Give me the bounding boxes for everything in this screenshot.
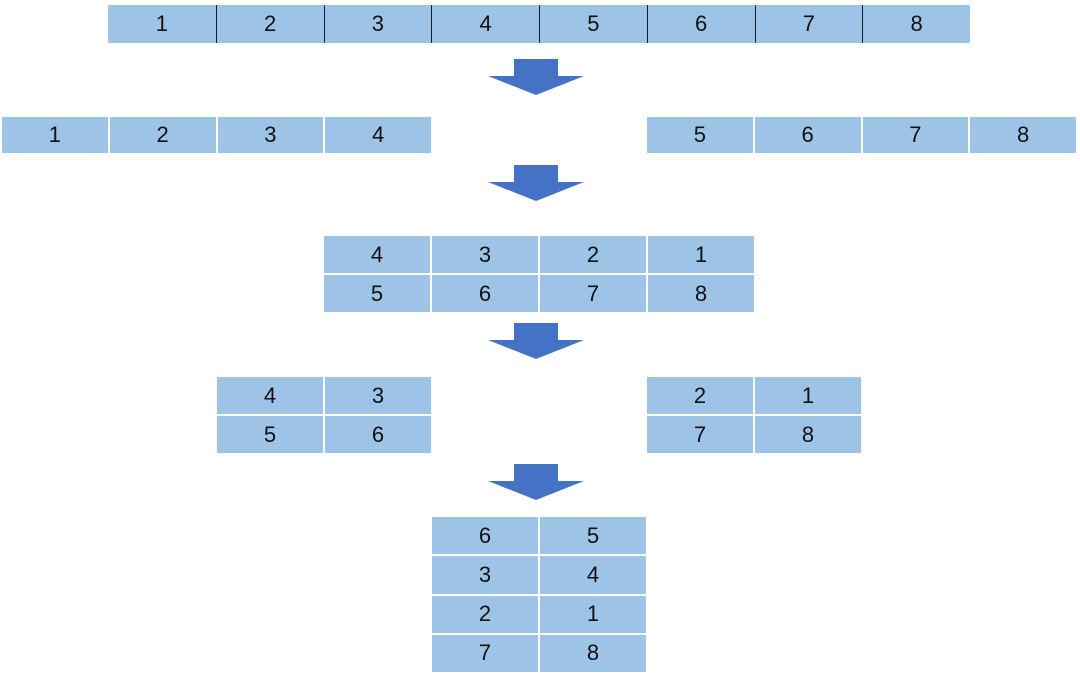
cell: 6: [646, 5, 755, 43]
cell: 1: [755, 377, 861, 414]
cell: 8: [648, 275, 754, 312]
cell: 6: [325, 416, 431, 453]
cell: 2: [109, 117, 216, 153]
cell: 5: [540, 517, 646, 555]
cell: 5: [324, 275, 430, 312]
cell: 8: [862, 5, 970, 43]
cell: 7: [647, 416, 753, 453]
stacked-grid: 4 3 2 1 5 6 7 8: [324, 236, 754, 312]
cell: 4: [217, 377, 323, 414]
cell: 2: [215, 5, 324, 43]
split-right-row: 5 6 7 8: [647, 117, 1076, 153]
down-arrow-icon: [488, 464, 584, 500]
down-arrow-icon: [488, 59, 584, 95]
split-left-grid: 4 3 5 6: [217, 377, 431, 453]
cell: 2: [540, 236, 646, 273]
cell: 8: [755, 416, 861, 453]
cell: 2: [432, 595, 538, 633]
cell: 7: [862, 117, 969, 153]
cell: 4: [325, 117, 431, 153]
cell: 1: [2, 117, 108, 153]
cell: 5: [539, 5, 647, 43]
cell: 4: [324, 236, 430, 273]
cell: 7: [432, 634, 538, 672]
cell: 1: [108, 5, 216, 43]
cell: 6: [432, 275, 538, 312]
cell: 4: [431, 5, 539, 43]
cell: 8: [970, 117, 1076, 153]
final-grid: 6 5 3 4 2 1 7 8: [432, 517, 646, 672]
cell: 3: [325, 377, 431, 414]
cell: 5: [647, 117, 753, 153]
down-arrow-icon: [488, 165, 584, 201]
cell: 1: [648, 236, 754, 273]
cell: 8: [540, 634, 646, 672]
cell: 3: [432, 556, 538, 594]
cell: 3: [217, 117, 324, 153]
cell: 6: [432, 517, 538, 555]
cell: 6: [754, 117, 861, 153]
initial-row: 1 2 3 4 5 6 7 8: [108, 5, 970, 43]
down-arrow-icon: [488, 323, 584, 359]
cell: 3: [323, 5, 432, 43]
cell: 1: [540, 595, 646, 633]
split-right-grid: 2 1 7 8: [647, 377, 861, 453]
cell: 3: [432, 236, 538, 273]
split-left-row: 1 2 3 4: [2, 117, 431, 153]
cell: 4: [540, 556, 646, 594]
cell: 2: [647, 377, 753, 414]
cell: 5: [217, 416, 323, 453]
cell: 7: [754, 5, 863, 43]
cell: 7: [540, 275, 646, 312]
